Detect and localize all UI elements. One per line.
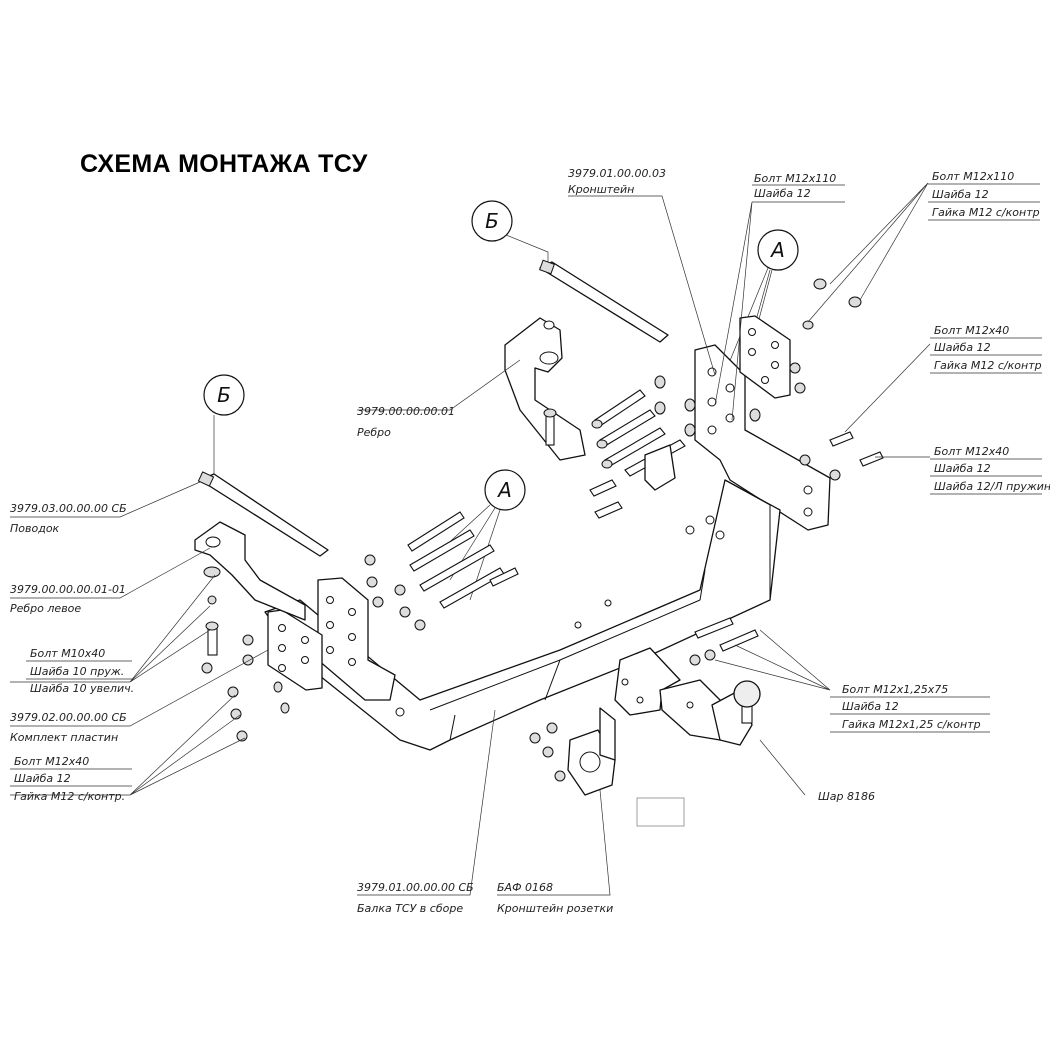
callout-b-left-letter: Б	[217, 383, 231, 407]
label-left40-line1: Болт М12х40	[14, 755, 89, 768]
label-socket-code: БАФ 0168	[497, 881, 553, 894]
left-small-plate	[267, 609, 323, 691]
socket-bracket	[529, 707, 616, 796]
label-leash: 3979.03.00.00.00 СБ Поводок	[10, 502, 127, 535]
label-leash-name: Поводок	[10, 522, 60, 535]
label-m75-line3: Гайка М12х1,25 с/контр	[842, 718, 981, 731]
left-bracket-plate	[317, 577, 396, 701]
callout-b-top: Б	[471, 200, 549, 268]
label-bolt40-2-line1: Болт М12х40	[934, 445, 1009, 458]
label-m10-line2: Шайба 10 пруж.	[30, 665, 124, 678]
label-m10: Болт М10х40 Шайба 10 пруж. Шайба 10 увел…	[26, 647, 134, 695]
label-beam-code: 3979.01.00.00.00 СБ	[357, 881, 474, 894]
label-bolt40-2-line3: Шайба 12/Л пружин.	[934, 480, 1050, 493]
callout-a-left: А	[429, 469, 526, 601]
label-bolt110-2-line3: Гайка М12 с/контр	[932, 206, 1040, 219]
label-plates-code: 3979.02.00.00.00 СБ	[10, 711, 127, 724]
label-beam: 3979.01.00.00.00 СБ Балка ТСУ в сборе	[357, 881, 474, 915]
label-bracket-code: 3979.01.00.00.03	[568, 167, 666, 180]
ball-mount-bolts	[689, 617, 759, 666]
label-plates: 3979.02.00.00.00 СБ Комплект пластин	[10, 711, 127, 744]
label-rib: 3979.00.00.00.01 Ребро	[357, 405, 455, 439]
callout-a-left-letter: А	[496, 478, 512, 502]
callout-b-left: Б	[203, 374, 245, 475]
label-bolt40-1-line1: Болт М12х40	[934, 324, 1009, 337]
label-bolt110-1-line2: Шайба 12	[754, 187, 811, 200]
tow-ball	[733, 680, 761, 724]
label-bolt40-1-line2: Шайба 12	[934, 341, 991, 354]
label-bolt110-1: Болт М12х110 Шайба 12	[752, 172, 845, 200]
left-long-bolts	[407, 511, 519, 609]
label-bolt110-2-line1: Болт М12х110	[932, 170, 1014, 183]
label-bolt40-2-line2: Шайба 12	[934, 462, 991, 475]
right-fasteners	[654, 278, 862, 481]
label-left-rib-name: Ребро левое	[10, 602, 81, 615]
label-leash-code: 3979.03.00.00.00 СБ	[10, 502, 127, 515]
callout-a-top: А	[719, 229, 799, 411]
label-bolt110-2-line2: Шайба 12	[932, 188, 989, 201]
label-left-rib: 3979.00.00.00.01-01 Ребро левое	[10, 583, 126, 615]
right-long-bolts	[589, 389, 884, 519]
label-m75: Болт М12х1,25х75 Шайба 12 Гайка М12х1,25…	[830, 683, 990, 733]
label-left40-line3: Гайка М12 с/контр.	[14, 790, 125, 803]
ball-mount	[614, 647, 753, 746]
label-beam-name: Балка ТСУ в сборе	[357, 902, 463, 915]
label-ball-name: Шар 8186	[818, 790, 875, 803]
label-plates-name: Комплект пластин	[10, 731, 118, 744]
label-bracket-name: Кронштейн	[568, 183, 634, 196]
right-rib-bolt	[543, 408, 557, 446]
right-bracket-plate	[694, 344, 831, 531]
label-left-rib-code: 3979.00.00.00.01-01	[10, 583, 126, 596]
label-rib-name: Ребро	[357, 426, 391, 439]
right-small-plate	[739, 315, 791, 399]
callout-b-top-letter: Б	[485, 209, 499, 233]
callout-a-top-letter: А	[769, 238, 785, 262]
diagram-title: СХЕМА МОНТАЖА ТСУ	[80, 150, 368, 178]
socket-placeholder-box	[636, 797, 685, 827]
left-fasteners	[201, 554, 426, 742]
label-left40: Болт М12х40 Шайба 12 Гайка М12 с/контр.	[10, 755, 132, 803]
label-m75-line1: Болт М12х1,25х75	[842, 683, 948, 696]
label-bolt110-1-line1: Болт М12х110	[754, 172, 836, 185]
label-ball: Шар 8186	[818, 790, 875, 803]
top-leash-strap	[539, 259, 669, 343]
left-rib	[194, 521, 306, 621]
label-bracket: 3979.01.00.00.03 Кронштейн	[568, 167, 666, 196]
label-m10-line1: Болт М10х40	[30, 647, 105, 660]
leader-lines	[10, 182, 931, 896]
label-left40-line2: Шайба 12	[14, 772, 71, 785]
label-bolt40-1-line3: Гайка М12 с/контр	[934, 359, 1042, 372]
left-leash-strap	[197, 471, 329, 557]
label-m10-line3: Шайба 10 увелич.	[30, 682, 134, 695]
label-m75-line2: Шайба 12	[842, 700, 899, 713]
right-rib	[504, 317, 586, 461]
label-bolt40-2: Болт М12х40 Шайба 12 Шайба 12/Л пружин.	[930, 445, 1050, 495]
label-socket-name: Кронштейн розетки	[497, 902, 613, 915]
label-rib-code: 3979.00.00.00.01	[357, 405, 455, 418]
label-bolt40-1: Болт М12х40 Шайба 12 Гайка М12 с/контр	[930, 324, 1042, 374]
label-bolt110-2: Болт М12х110 Шайба 12 Гайка М12 с/контр	[928, 170, 1040, 221]
label-socket: БАФ 0168 Кронштейн розетки	[497, 881, 613, 915]
